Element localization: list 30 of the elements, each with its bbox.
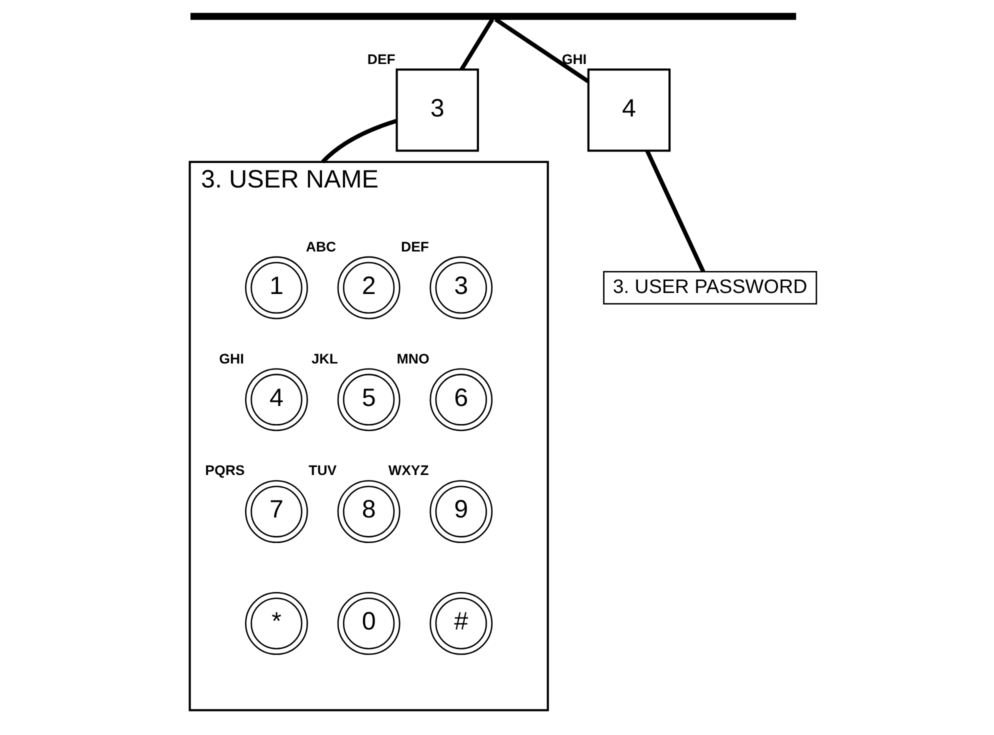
node-circle: * — [244, 592, 308, 655]
connector — [644, 150, 705, 272]
node-circle: 4 — [244, 368, 308, 432]
node-circle: 6 — [429, 368, 492, 432]
node-circle: # — [429, 592, 492, 655]
node-label: GHI — [561, 50, 586, 67]
node-label: MNO — [396, 350, 429, 366]
node-label: DEF — [366, 50, 395, 67]
node-label: ABC — [305, 238, 336, 254]
node-label: DEF — [400, 238, 428, 254]
connector — [320, 118, 397, 164]
node-label: PQRS — [204, 462, 244, 478]
node-circle: 9 — [429, 480, 492, 544]
node-label: TUV — [308, 462, 336, 478]
node-box: 3 — [395, 68, 478, 152]
connector — [459, 18, 494, 71]
node-box: 3. USER PASSWORD — [602, 271, 817, 305]
node-circle: 2 — [336, 256, 400, 320]
node-box: 4 — [586, 68, 670, 152]
node-circle: 7 — [244, 480, 308, 544]
node-label: JKL — [310, 350, 338, 366]
node-label: GHI — [218, 350, 244, 366]
node-circle: 3 — [429, 256, 492, 320]
connector — [494, 18, 589, 84]
node-circle: 5 — [336, 368, 400, 432]
node-circle: 1 — [244, 256, 308, 320]
node-label: WXYZ — [388, 462, 428, 478]
node-circle: 0 — [336, 592, 400, 655]
node-circle: 8 — [336, 480, 400, 544]
node-bar — [190, 12, 796, 20]
